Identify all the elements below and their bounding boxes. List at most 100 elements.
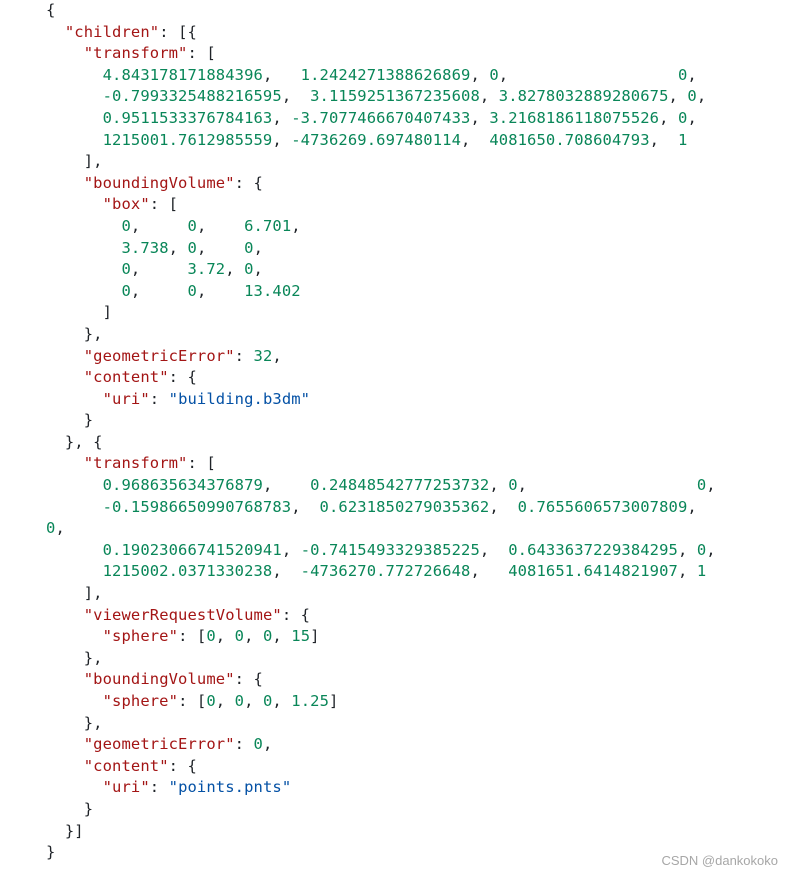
json-number: 3.8278032889280675 [498,87,669,106]
json-number: 0 [121,216,131,235]
code-punctuation [46,454,84,472]
code-punctuation [46,44,84,62]
json-key: "boundingVolume" [83,173,235,192]
json-number: 1 [696,562,707,581]
code-line: ], [46,151,716,173]
code-line: "sphere": [0, 0, 0, 15] [46,626,716,648]
code-line: 0, 0, 13.402 [46,281,716,303]
json-number: 0 [508,476,518,495]
code-line: "transform": [ [46,43,716,65]
code-punctuation: }, [46,713,103,732]
code-line: 0, [46,518,716,540]
code-punctuation: , [262,65,301,84]
code-punctuation: ] [46,303,113,322]
json-number: 0 [206,692,216,710]
code-punctuation [46,347,84,365]
code-punctuation: : [ [178,692,207,710]
json-number: 0.19023066741520941 [102,540,282,559]
code-punctuation: , [196,281,245,300]
json-number: 0 [187,281,197,300]
code-punctuation [46,606,84,624]
json-number: 0 [262,627,273,646]
code-punctuation [46,239,121,257]
code-punctuation: , [281,540,301,559]
code-punctuation [46,627,103,645]
code-punctuation: ], [46,152,103,171]
code-punctuation: : [149,778,169,797]
code-punctuation: , [489,476,509,495]
code-line: 0.9511533376784163, -3.7077466670407433,… [46,108,716,130]
code-punctuation: , [291,216,301,235]
json-number: 0 [244,238,254,257]
code-punctuation: , [262,735,273,754]
code-punctuation: : [ [149,195,179,214]
code-punctuation: , [215,627,235,646]
code-line: "uri": "points.pnts" [46,777,716,799]
json-number: 0 [678,108,688,127]
json-number: 0.6231850279035362 [319,497,490,516]
json-key: "uri" [102,778,150,797]
code-punctuation [46,23,65,41]
json-number: 0 [253,735,263,754]
json-key: "children" [64,22,160,41]
json-number: 32 [253,346,273,365]
json-key: "boundingVolume" [83,670,235,689]
code-punctuation: : [234,735,254,754]
code-punctuation: , [461,130,490,149]
code-punctuation [46,282,121,300]
code-punctuation: ] [329,692,339,710]
json-number: 1.25 [291,692,330,710]
code-line: "sphere": [0, 0, 0, 1.25] [46,691,716,713]
code-line: }, [46,713,716,735]
json-key: "box" [102,195,150,214]
code-punctuation: , [687,108,697,127]
code-punctuation: : { [234,670,263,689]
code-punctuation [46,778,103,796]
code-punctuation: : [ [187,454,216,473]
json-number: 0.24848542777253732 [310,476,490,495]
code-line: "viewerRequestVolume": { [46,605,716,627]
json-number: 0 [187,238,197,257]
json-key: "transform" [83,44,188,63]
code-punctuation: : { [168,756,197,775]
code-line: } [46,842,716,864]
code-punctuation: , [677,562,697,581]
code-punctuation: , [215,692,235,710]
code-punctuation: }] [46,821,84,840]
json-number: 0 [46,519,56,538]
code-punctuation: , [706,540,716,559]
code-line: 4.843178171884396, 1.2424271388626869, 0… [46,65,716,87]
code-line: "children": [{ [46,22,716,44]
code-punctuation [46,174,84,192]
code-punctuation: , [130,281,188,300]
code-punctuation [46,735,84,753]
code-line: "uri": "building.b3dm" [46,389,716,411]
json-key: "transform" [83,454,188,473]
code-punctuation: , [291,497,320,516]
code-line: "geometricError": 0, [46,734,716,756]
json-number: 1.2424271388626869 [300,65,471,84]
json-number: 0.6433637229384295 [508,540,678,559]
code-punctuation [46,562,103,580]
json-key: "uri" [102,389,150,408]
code-punctuation: , [668,87,688,106]
json-number: 4.843178171884396 [102,65,263,84]
code-punctuation: , [244,627,263,646]
json-number: 0 [244,260,254,279]
code-punctuation: , [696,87,707,106]
code-punctuation [46,195,103,213]
code-punctuation: } [46,411,94,430]
code-punctuation: , [253,260,263,279]
code-punctuation: } [46,799,94,818]
code-punctuation [46,757,84,775]
code-punctuation: , [489,497,518,516]
code-punctuation: , [706,476,716,495]
code-line: 0.968635634376879, 0.24848542777253732, … [46,475,716,497]
code-punctuation: , [687,65,697,84]
code-punctuation: , [281,87,311,106]
code-punctuation: }, { [46,432,103,451]
code-punctuation [46,692,103,710]
code-line: }, [46,324,716,346]
code-line: -0.7993325488216595, 3.1159251367235608,… [46,86,716,108]
code-punctuation [46,109,103,127]
